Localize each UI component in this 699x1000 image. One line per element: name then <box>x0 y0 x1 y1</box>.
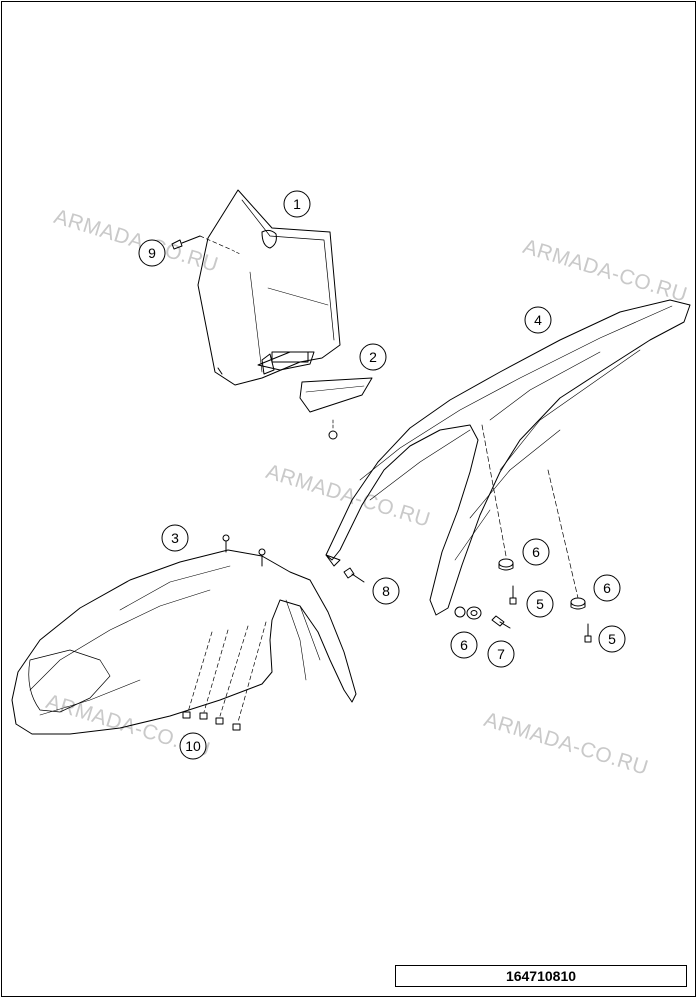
part-6-grommet-right <box>570 597 586 610</box>
part-6-grommet-left <box>498 558 514 571</box>
part-6-washer-center <box>466 606 482 620</box>
part-4-rear-fender <box>325 299 691 618</box>
callout-6b: 6 <box>593 574 621 602</box>
svg-text:10: 10 <box>185 738 201 754</box>
part-1-number-plate <box>197 189 341 386</box>
callout-2: 2 <box>359 343 387 371</box>
svg-text:5: 5 <box>536 596 544 612</box>
svg-text:2: 2 <box>369 349 377 365</box>
svg-text:1: 1 <box>293 196 301 212</box>
callouts: 1 2 3 4 5 5 6 6 6 7 8 9 10 <box>138 190 626 760</box>
callout-9: 9 <box>138 239 166 267</box>
callout-10: 10 <box>179 732 207 760</box>
svg-text:3: 3 <box>171 530 179 546</box>
callout-3: 3 <box>161 524 189 552</box>
part-9-screw <box>171 235 233 251</box>
svg-text:9: 9 <box>148 245 156 261</box>
part-3-front-fender <box>11 534 357 735</box>
svg-text:4: 4 <box>534 312 542 328</box>
callout-8: 8 <box>372 577 400 605</box>
callout-7: 7 <box>487 640 515 668</box>
callout-1: 1 <box>283 190 311 218</box>
part-2-piece <box>299 377 373 440</box>
part-10-screws <box>182 621 267 731</box>
svg-text:7: 7 <box>497 646 505 662</box>
callout-5a: 5 <box>526 590 554 618</box>
callout-4: 4 <box>524 306 552 334</box>
svg-text:6: 6 <box>532 544 540 560</box>
callout-5b: 5 <box>598 625 626 653</box>
svg-text:8: 8 <box>382 583 390 599</box>
part-8-screw <box>343 567 365 583</box>
svg-text:5: 5 <box>608 631 616 647</box>
drawing-reference-number: 164710810 <box>395 965 687 987</box>
callout-6a: 6 <box>522 538 550 566</box>
svg-text:6: 6 <box>603 580 611 596</box>
part-7-screw <box>491 615 511 629</box>
part-5-screw-right <box>584 623 592 643</box>
svg-text:6: 6 <box>460 637 468 653</box>
part-5-screw-left <box>509 585 517 605</box>
callout-6c: 6 <box>450 631 478 659</box>
